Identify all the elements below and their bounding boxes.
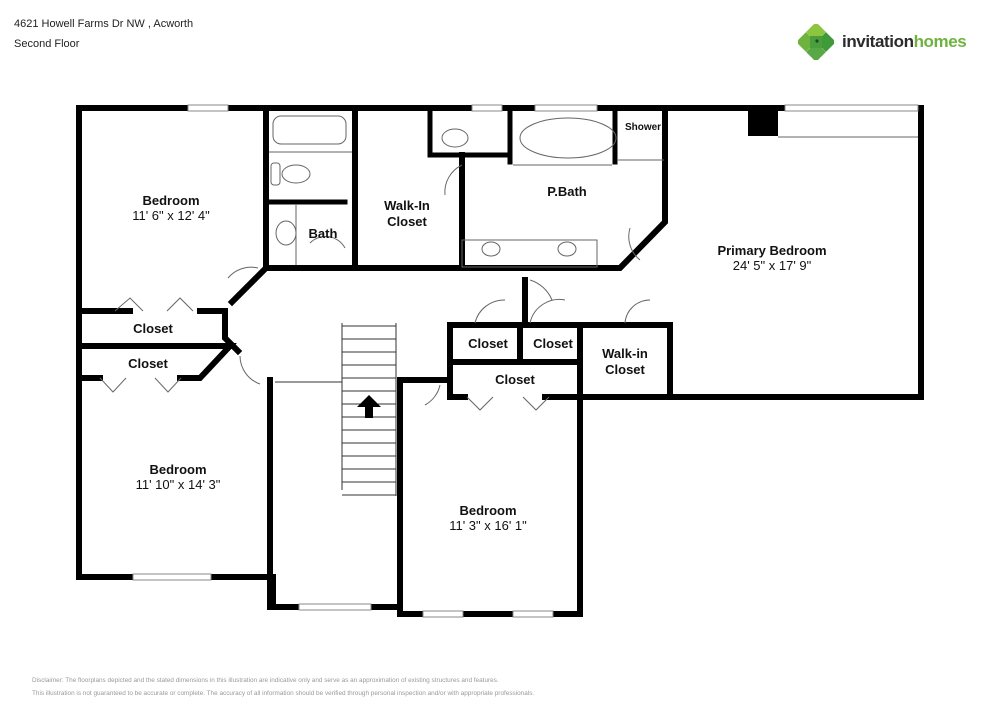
p-bath-name: P.Bath [547, 184, 587, 199]
closet-left-1-name: Closet [133, 321, 173, 336]
disclaimer-line-1: Disclaimer: The floorplans depicted and … [32, 677, 499, 684]
room-labels: Bedroom 11' 6" x 12' 4" Bath Walk-In Clo… [128, 122, 826, 533]
bedroom-sw-name: Bedroom [149, 462, 206, 477]
stair-up-arrow-icon [357, 395, 381, 418]
brand-wordmark: invitationhomes [842, 32, 967, 52]
staircase [275, 323, 397, 496]
bedroom-s-name: Bedroom [459, 503, 516, 518]
fixtures [99, 115, 918, 411]
address-label: 4621 Howell Farms Dr NW , Acworth [14, 18, 194, 30]
closet-mid-2-name: Closet [533, 336, 573, 351]
windows [132, 104, 919, 618]
header: 4621 Howell Farms Dr NW , Acworth Second… [14, 14, 193, 54]
floor-label: Second Floor [14, 38, 80, 50]
clover-logo-icon [798, 24, 834, 60]
shower-name: Shower [625, 122, 661, 133]
bath-name: Bath [309, 226, 338, 241]
disclaimer-line-2: This illustration is not guaranteed to b… [32, 690, 535, 697]
bedroom-nw-name: Bedroom [142, 193, 199, 208]
bedroom-sw-dims: 11' 10" x 14' 3" [136, 477, 221, 492]
walls [76, 105, 924, 617]
walk-in-closet-mid-name-1: Walk-in [602, 346, 648, 361]
closet-mid-3-name: Closet [495, 372, 535, 387]
bedroom-s-dims: 11' 3" x 16' 1" [449, 518, 527, 533]
brand-word-homes: homes [913, 32, 967, 51]
closet-mid-1-name: Closet [468, 336, 508, 351]
bedroom-nw-dims: 11' 6" x 12' 4" [132, 208, 210, 223]
walk-in-closet-mid-name-2: Closet [605, 362, 645, 377]
walk-in-closet-top-name-2: Closet [387, 214, 427, 229]
primary-bedroom-name: Primary Bedroom [717, 243, 826, 258]
disclaimer: Disclaimer: The floorplans depicted and … [32, 674, 534, 700]
primary-bedroom-dims: 24' 5" x 17' 9" [733, 258, 812, 273]
brand-logo: invitationhomes [798, 24, 967, 60]
closet-left-2-name: Closet [128, 356, 168, 371]
walk-in-closet-top-name-1: Walk-In [384, 198, 430, 213]
brand-word-invitation: invitation [842, 32, 914, 51]
